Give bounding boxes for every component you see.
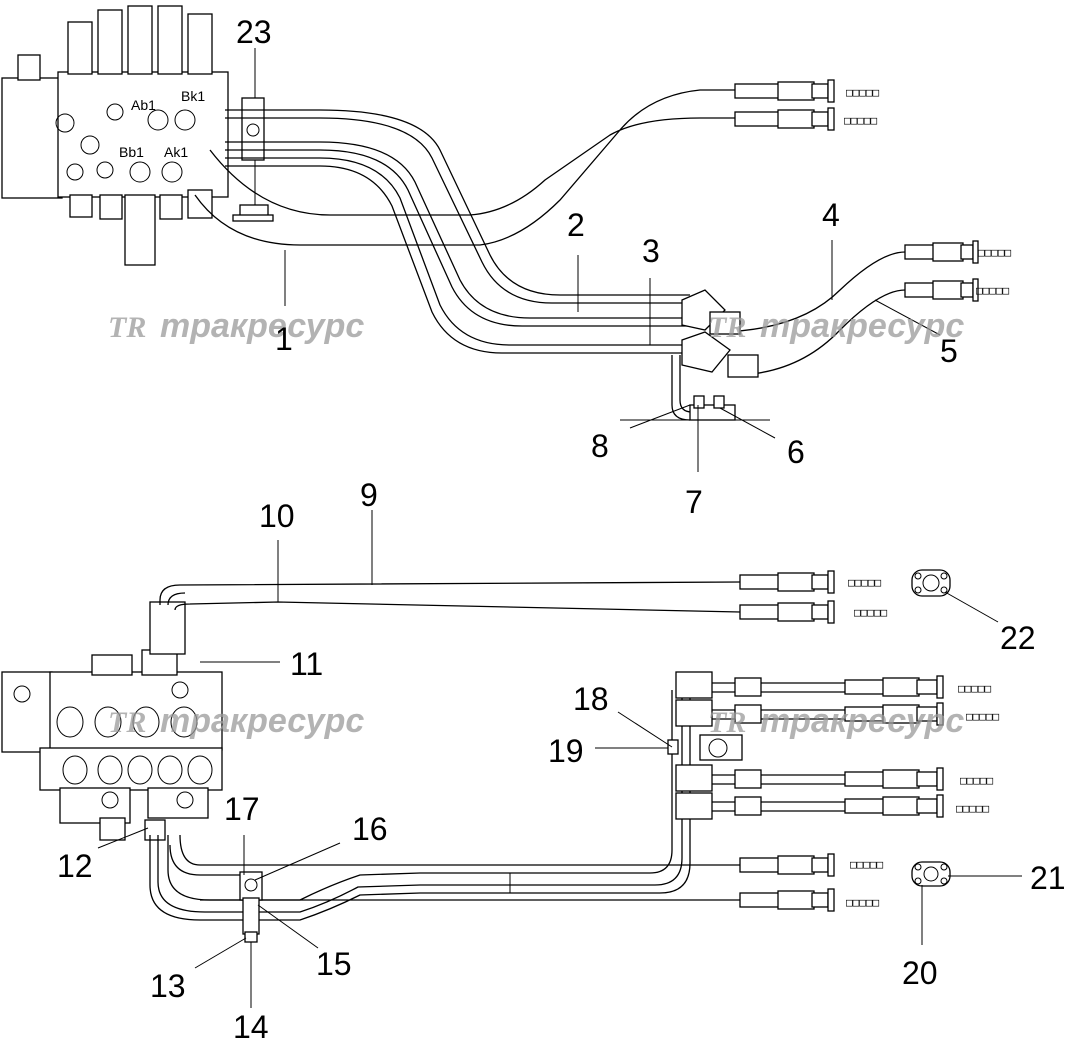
watermark-lower-right: TR тракресурс (708, 702, 964, 740)
lower-tee-manifold (667, 671, 762, 820)
callout-15: 15 (316, 946, 352, 982)
port-label: Ak1 (164, 144, 188, 160)
hose-code: □□□□□ (958, 682, 991, 695)
hose-code: □□□□□ (850, 858, 883, 871)
flange-22 (911, 569, 951, 597)
hose-code: □□□□□ (848, 576, 881, 589)
hose-code: □□□□□ (978, 246, 1011, 259)
upper-tee-block (620, 289, 770, 421)
callout-20: 20 (902, 955, 938, 991)
callout-18: 18 (573, 681, 609, 717)
hose-code: □□□□□ (966, 710, 999, 723)
leader-lines (97, 48, 1022, 1008)
hose-code: □□□□□ (976, 284, 1009, 297)
callout-6: 6 (787, 434, 805, 470)
lower-couplings (739, 570, 944, 912)
callout-10: 10 (259, 498, 295, 534)
watermark-lower-left: TR тракресурс (108, 702, 364, 740)
callout-9: 9 (360, 477, 378, 513)
watermark-logo: TR (708, 311, 746, 344)
callout-14: 14 (233, 1009, 269, 1045)
lower-bracket (239, 871, 263, 943)
callout-8: 8 (591, 428, 609, 464)
callout-16: 16 (352, 811, 388, 847)
callout-23: 23 (236, 14, 272, 50)
watermark-upper-left: TR тракресурс (108, 307, 364, 345)
callout-3: 3 (642, 233, 660, 269)
upper-bracket (232, 60, 274, 222)
watermark-logo: TR (108, 311, 146, 344)
callout-21: 21 (1030, 860, 1066, 896)
lower-hoses (149, 581, 845, 921)
upper-control-valve (1, 5, 229, 266)
callout-17: 17 (224, 791, 260, 827)
callout-12: 12 (57, 848, 93, 884)
watermark-text: тракресурс (760, 307, 964, 345)
port-label: Bb1 (119, 144, 144, 160)
flange-21 (911, 861, 951, 887)
lower-control-valve (1, 601, 223, 841)
port-label: Ab1 (131, 97, 156, 113)
callout-1: 1 (275, 321, 293, 357)
hose-code: □□□□□ (846, 896, 879, 909)
watermark-text: тракресурс (760, 702, 964, 740)
hose-code: □□□□□ (956, 802, 989, 815)
upper-couplings (734, 79, 979, 302)
callout-19: 19 (548, 733, 584, 769)
hose-code: □□□□□ (960, 774, 993, 787)
watermark-logo: TR (708, 706, 746, 739)
callout-5: 5 (940, 333, 958, 369)
hose-code: □□□□□ (846, 86, 879, 99)
watermark-text: тракресурс (160, 702, 364, 740)
watermark-text: тракресурс (160, 307, 364, 345)
port-label: Bk1 (181, 88, 205, 104)
callout-22: 22 (1000, 620, 1036, 656)
callout-11: 11 (290, 646, 323, 682)
callout-2: 2 (567, 207, 585, 243)
hose-code: □□□□□ (844, 114, 877, 127)
callout-13: 13 (150, 968, 186, 1004)
callout-4: 4 (822, 197, 840, 233)
callout-7: 7 (685, 484, 703, 520)
hose-code: □□□□□ (854, 606, 887, 619)
watermark-logo: TR (108, 706, 146, 739)
watermark-upper-right: TR тракресурс (708, 307, 964, 345)
upper-hoses (194, 89, 906, 376)
